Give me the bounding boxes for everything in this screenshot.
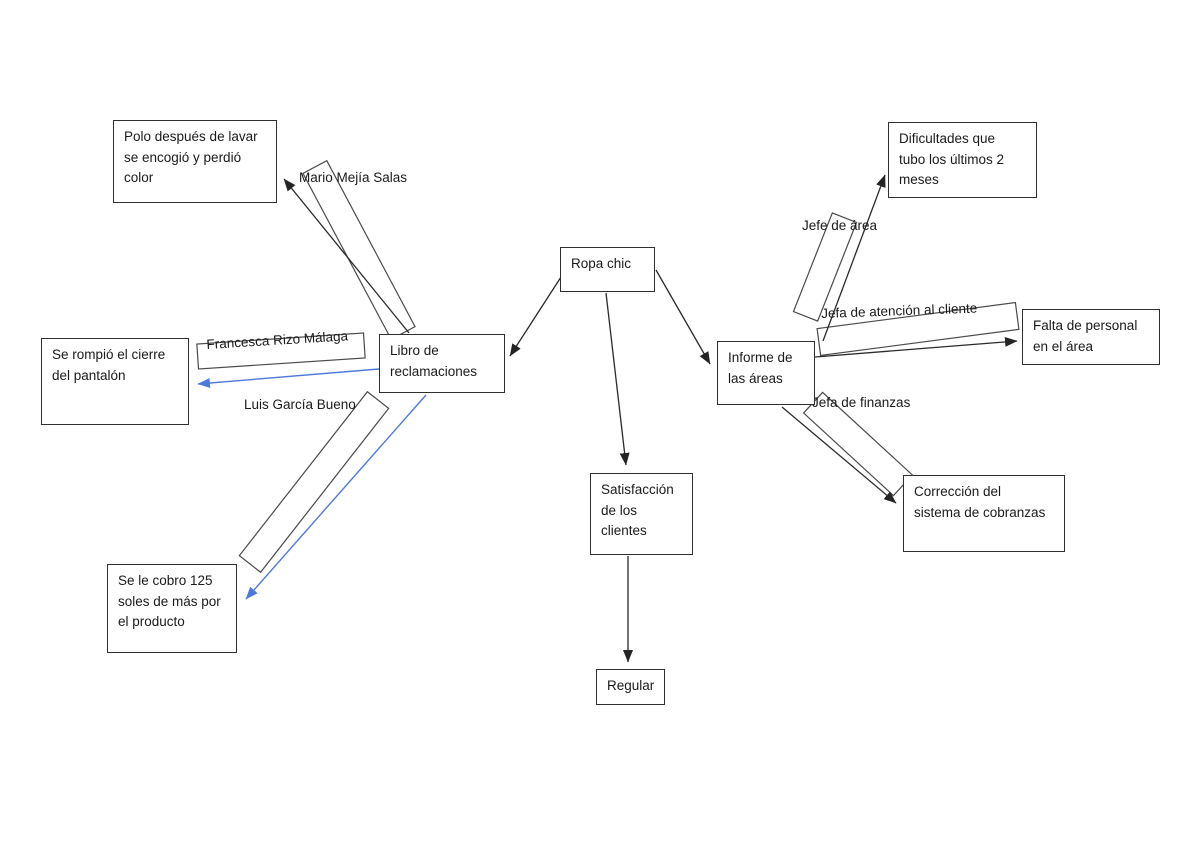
node-text-line: meses [899, 172, 939, 187]
node-polo-encogio: Polo después de lavar se encogió y perdi… [113, 120, 277, 203]
node-se-rompio-cierre: Se rompió el cierre del pantalón [41, 338, 189, 425]
label-mario-mejia-salas: Mario Mejía Salas [299, 170, 408, 185]
tilted-shape-luis [238, 390, 390, 574]
node-text-line: en el área [1033, 338, 1094, 354]
node-text-line: Libro de [390, 343, 439, 358]
connector-informe-to-dificultades [822, 174, 886, 342]
node-text-line: reclamaciones [390, 363, 478, 379]
node-text-line: Falta de personal [1033, 318, 1138, 333]
connector-ropa-to-libro [509, 276, 562, 357]
node-text-line: las áreas [728, 370, 783, 386]
node-text-line: clientes [601, 523, 647, 538]
node-satisfaccion-clientes: Satisfacción de los clientes [590, 473, 693, 555]
connector-informe-to-falta [814, 336, 1018, 358]
node-text-line: de los [601, 502, 638, 518]
label-luis-garcia-bueno: Luis García Bueno [244, 397, 356, 412]
node-text-line: tubo los últimos 2 [899, 151, 1005, 167]
tilted-shape-jefe-area [792, 212, 858, 322]
node-regular: Regular [596, 669, 665, 705]
node-text-line: Informe de [728, 350, 793, 365]
node-informe-areas: Informe de las áreas [717, 341, 815, 405]
node-falta-personal: Falta de personal en el área [1022, 309, 1160, 365]
tilted-shape-francesca [196, 332, 366, 370]
node-dificultades-meses: Dificultades que tubo los últimos 2 mese… [888, 122, 1037, 198]
node-text-line: sistema de cobranzas [914, 504, 1046, 520]
node-text-line: Dificultades que [899, 131, 996, 146]
connector-ropa-to-satisfaccion [605, 292, 630, 466]
label-jefe-de-area: Jefe de área [802, 218, 878, 233]
node-text-line: soles de más por [118, 593, 221, 609]
connector-libro-to-secobro [245, 394, 427, 600]
node-text-line: Satisfacción [601, 482, 674, 497]
node-text-line: Se rompió el cierre [52, 347, 166, 362]
node-text-line: color [124, 170, 154, 185]
connector-libro-to-serompio [197, 368, 380, 388]
tilted-shape-mario [302, 159, 416, 341]
node-correccion-cobranzas: Corrección del sistema de cobranzas [903, 475, 1065, 552]
node-libro-reclamaciones: Libro de reclamaciones [379, 334, 505, 393]
node-text-line: del pantalón [52, 367, 126, 383]
connector-libro-to-polo [283, 178, 410, 334]
label-jefa-finanzas: Jefa de finanzas [812, 395, 911, 410]
node-text-line: Se le cobro 125 [118, 573, 213, 588]
tilted-shape-jefa-atencion [816, 301, 1020, 357]
node-ropa-chic: Ropa chic [560, 247, 655, 292]
node-text-line: Ropa chic [571, 256, 632, 271]
node-text-line: Polo después de lavar [124, 129, 258, 144]
connector-ropa-to-informe [655, 269, 711, 365]
node-text-line: el producto [118, 614, 185, 629]
node-text-line: Regular [607, 678, 655, 693]
node-text-line: Corrección del [914, 484, 1002, 499]
node-text-line: se encogió y perdió [124, 149, 242, 165]
node-se-cobro-125: Se le cobro 125 soles de más por el prod… [107, 564, 237, 653]
connector-informe-to-correccion [781, 406, 897, 504]
